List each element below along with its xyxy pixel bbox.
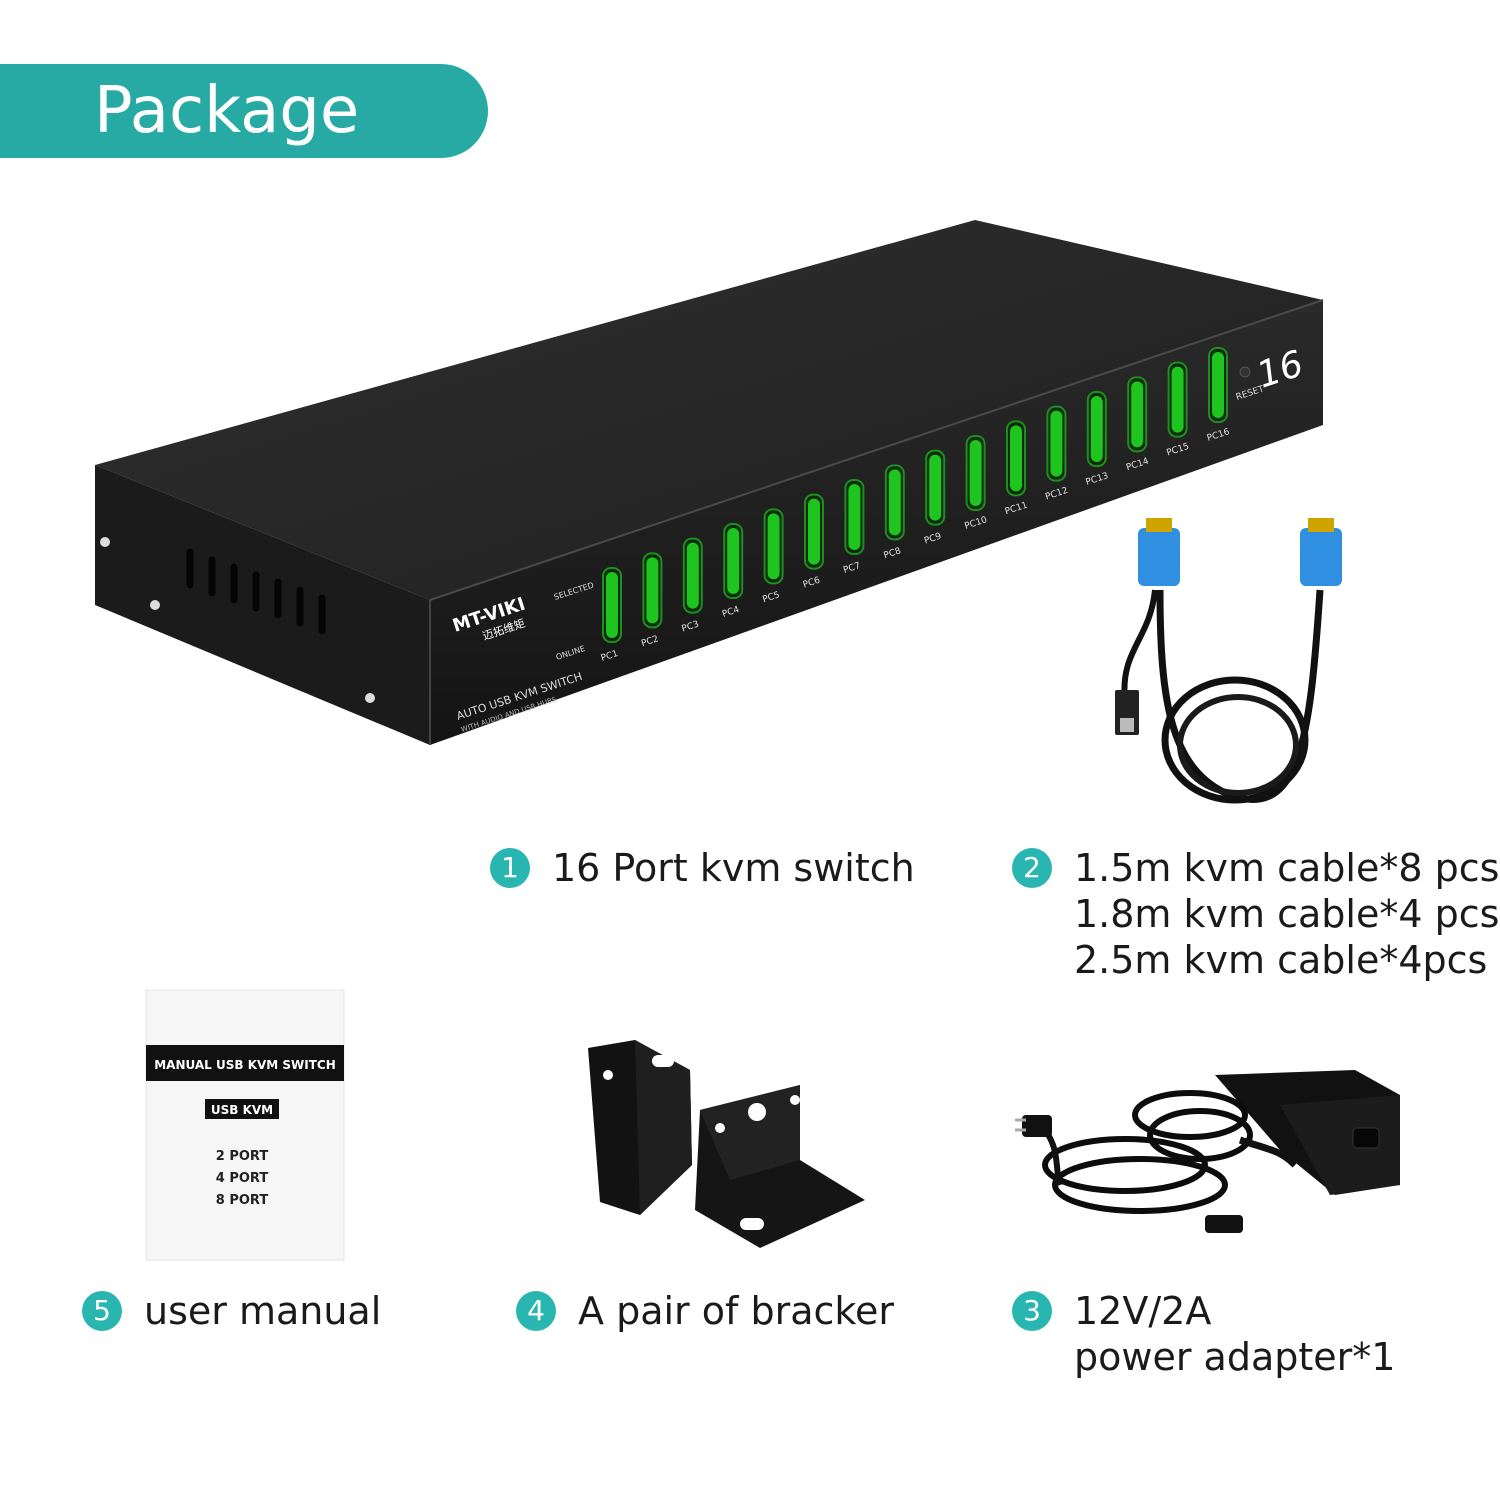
power-adapter-illustration [1015,1070,1400,1233]
side-vents [186,548,326,635]
port-led-icon [929,454,942,521]
port-button-pc8[interactable]: PC8 [883,464,905,561]
item-number-badge: 3 [1012,1291,1052,1331]
port-buttons: PC1PC2PC3PC4PC5PC6PC7PC8PC9PC10PC11PC12P… [600,347,1231,664]
item-label: power adapter*1 [1074,1335,1396,1379]
port-led-icon [727,528,740,594]
port-button-pc16[interactable]: PC16 [1206,347,1231,444]
port-button-pc7[interactable]: PC7 [842,479,865,576]
package-banner: Package [0,64,488,158]
manual-title: MANUAL USB KVM SWITCH [154,1058,336,1072]
item-brackets: 4 A pair of bracker [516,1288,894,1334]
port-button-pc12[interactable]: PC12 [1044,405,1069,503]
port-button-pc9[interactable]: PC9 [923,449,946,547]
item-power-adapter: 3 12V/2A power adapter*1 [1012,1288,1395,1380]
item-user-manual: 5 user manual [82,1288,381,1334]
item-number-badge: 4 [516,1291,556,1331]
item-label: 1.8m kvm cable*4 pcs [1074,892,1500,936]
bracket-illustration [588,1040,865,1248]
port-led-icon [808,498,820,565]
item-number-badge: 1 [490,848,530,888]
item-label: 1.5m kvm cable*8 pcs [1074,846,1500,890]
port-button-pc4[interactable]: PC4 [721,523,744,620]
port-led-icon [686,542,699,609]
manual-line: 4 PORT [216,1171,269,1186]
port-button-pc1[interactable]: PC1 [600,567,622,664]
item-number-badge: 5 [82,1291,122,1331]
item-label: A pair of bracker [578,1289,895,1333]
manual-line: 8 PORT [216,1193,269,1208]
switch-top-face [95,220,1323,600]
port-led-icon [1131,381,1144,448]
item-label: 2.5m kvm cable*4pcs [1074,938,1488,982]
port-led-icon [888,469,901,536]
switch-side-face [95,465,430,745]
port-led-icon [1050,410,1063,477]
port-led-icon [1171,366,1184,433]
manual-tag: USB KVM [211,1103,273,1117]
port-led-icon [969,440,982,506]
item-label: 12V/2A [1074,1289,1212,1333]
port-led-icon [767,513,780,580]
kvm-cable-illustration [1115,518,1342,804]
manual-line: 2 PORT [216,1149,269,1164]
page-title: Package [94,74,360,148]
port-led-icon [606,572,618,638]
port-button-pc10[interactable]: PC10 [963,435,989,532]
item-kvm-cables: 2 1.5m kvm cable*8 pcs 1.8m kvm cable*4 … [1012,845,1499,983]
port-led-icon [1090,396,1103,462]
port-button-pc14[interactable]: PC14 [1125,376,1150,473]
item-kvm-switch: 1 16 Port kvm switch [490,845,915,891]
port-button-pc13[interactable]: PC13 [1085,391,1110,488]
item-label: 16 Port kvm switch [552,846,915,890]
port-led-icon [646,557,659,624]
port-led-icon [848,484,861,550]
user-manual-illustration: MANUAL USB KVM SWITCH USB KVM 2 PORT 4 P… [145,989,345,1261]
port-led-icon [1212,352,1224,418]
item-label: user manual [144,1289,382,1333]
port-led-icon [1010,425,1022,492]
item-number-badge: 2 [1012,848,1052,888]
